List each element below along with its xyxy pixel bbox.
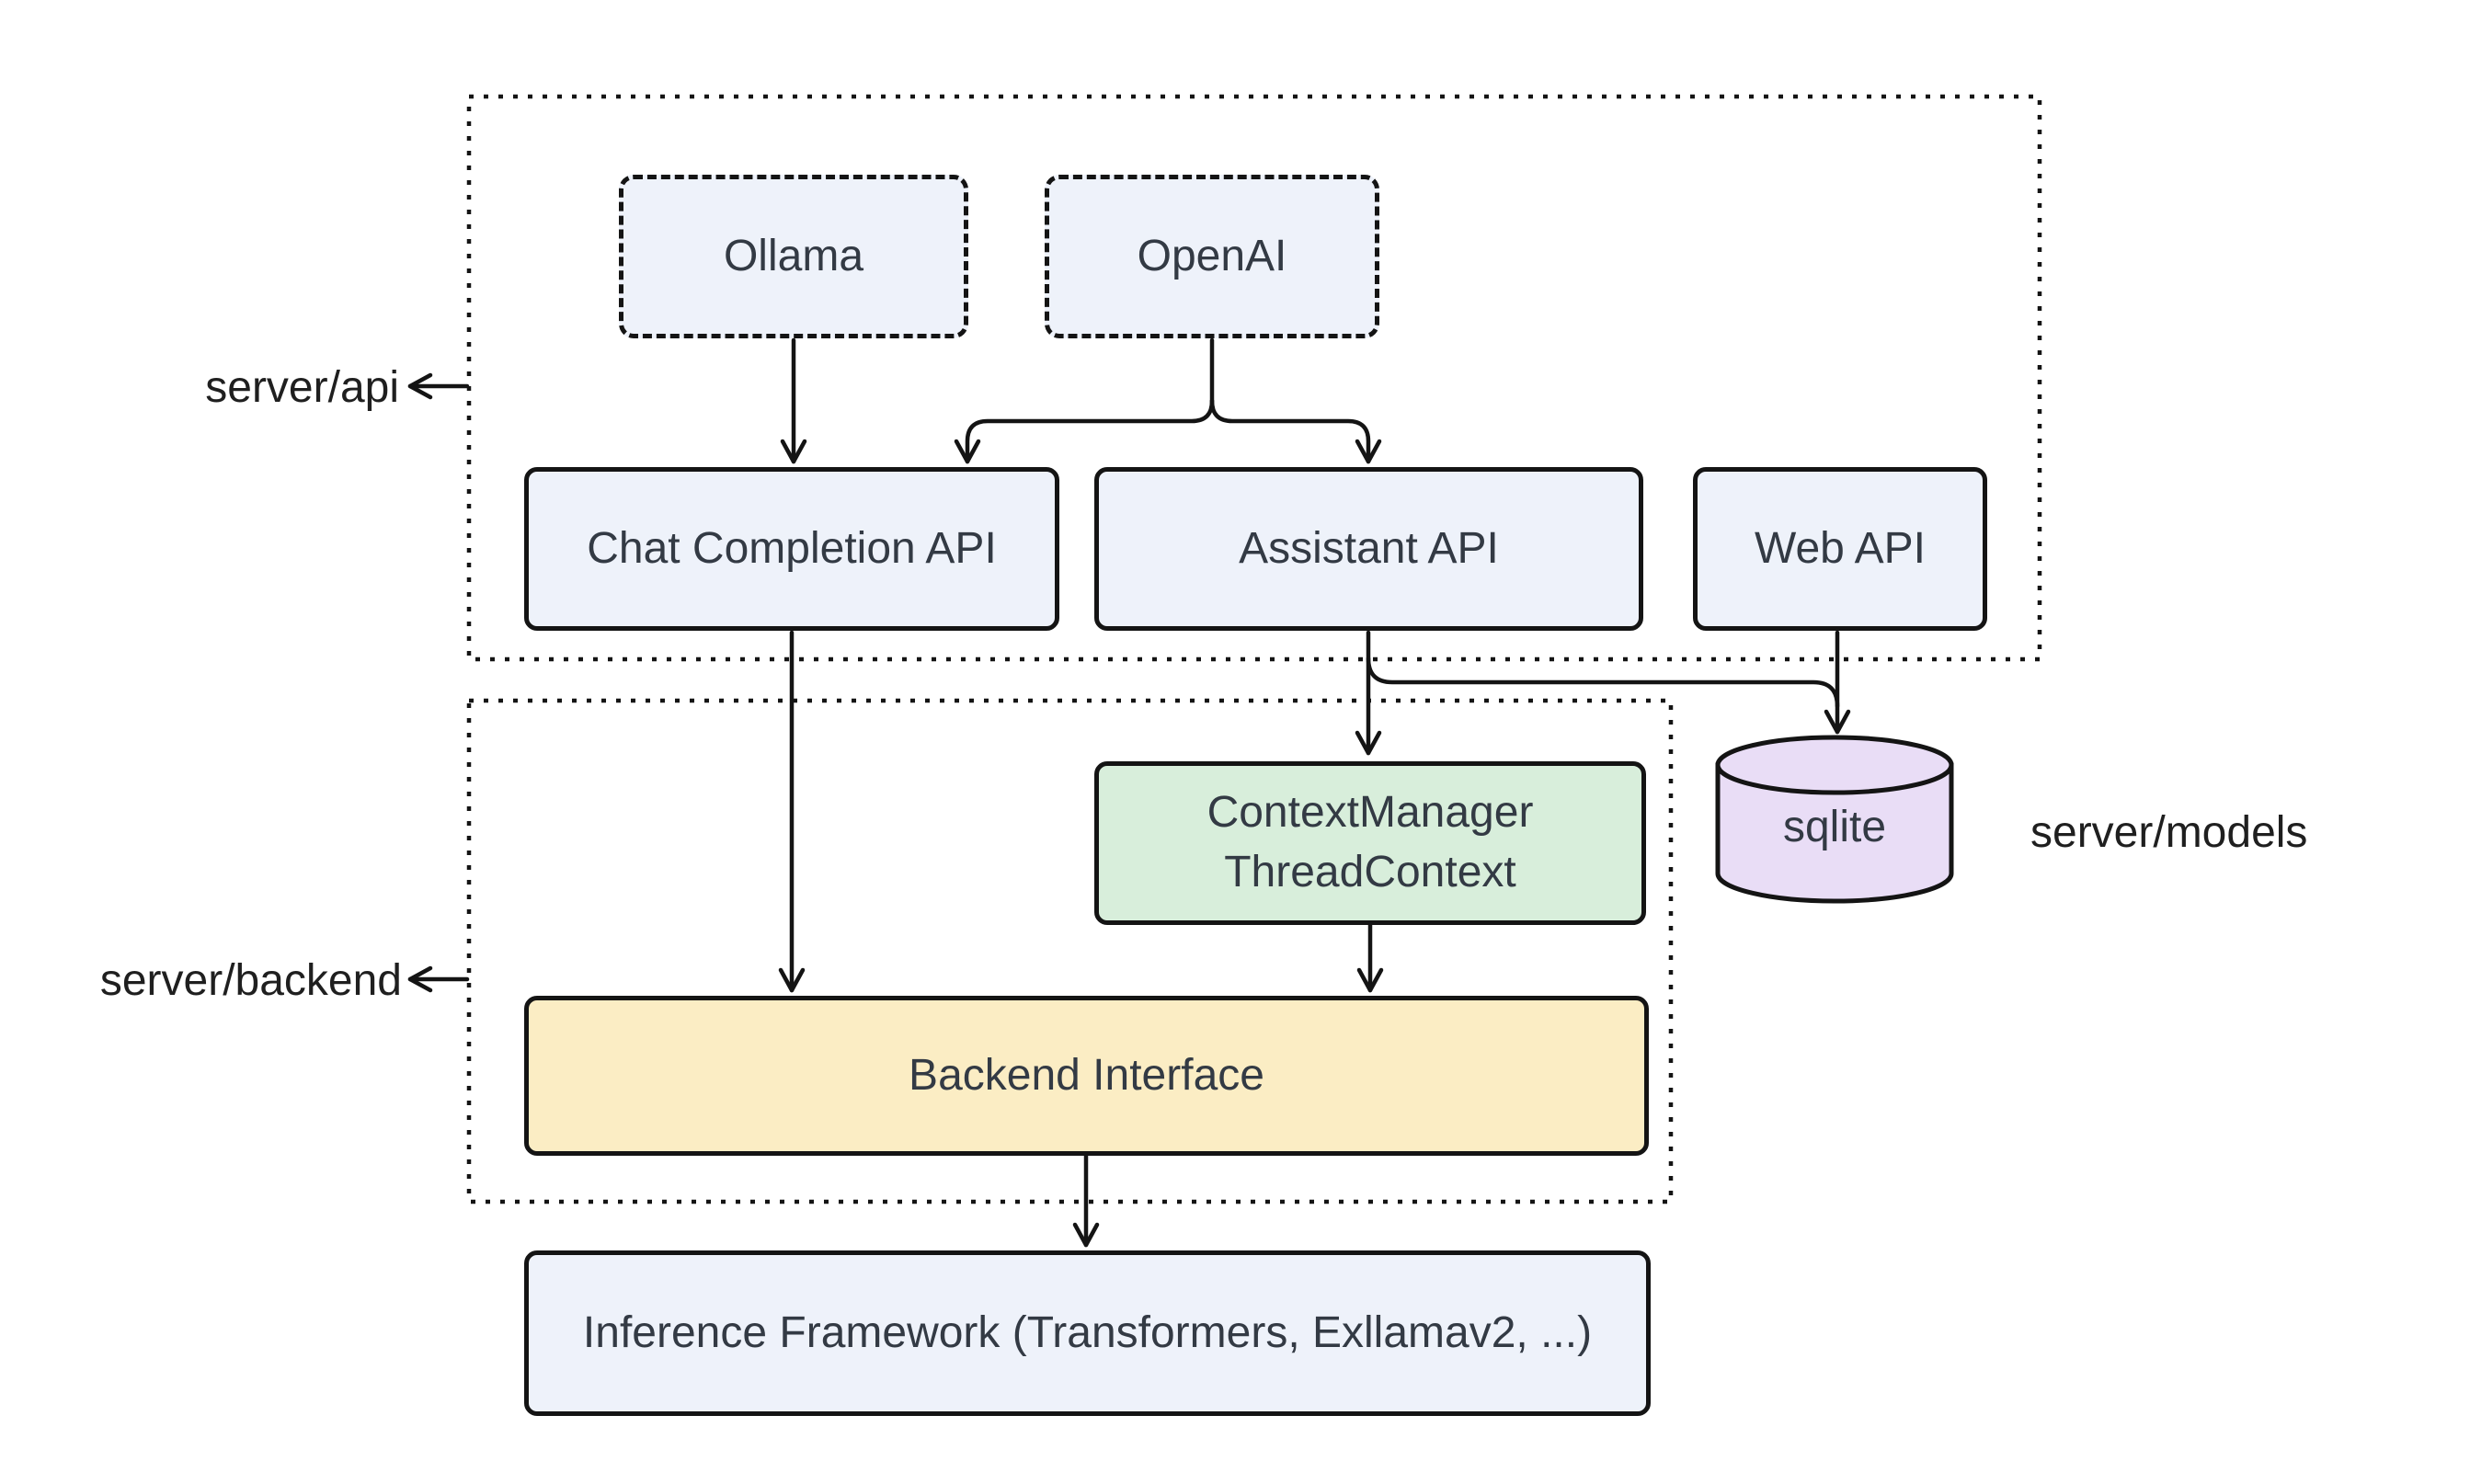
- node-openai: OpenAI: [1045, 175, 1379, 338]
- node-assistant-api: Assistant API: [1094, 467, 1643, 631]
- edge-assistant-to-sqlite: [1366, 656, 1840, 709]
- zone-label-server-backend: server/backend: [99, 956, 402, 1005]
- zone-label-server-api: server/api: [205, 363, 399, 412]
- node-web-api: Web API: [1693, 467, 1987, 631]
- zone-label-server-models: server/models: [2030, 808, 2308, 857]
- node-backend-interface: Backend Interface: [524, 996, 1649, 1156]
- edge-openai-to-chat: [954, 398, 1215, 464]
- node-context-manager: ContextManager ThreadContext: [1094, 761, 1646, 925]
- node-sqlite-label: sqlite: [1782, 803, 1887, 851]
- edge-openai-to-assistant: [1209, 398, 1382, 464]
- node-ollama: Ollama: [619, 175, 968, 338]
- context-manager-line1: ContextManager: [1206, 788, 1534, 838]
- node-chat-completion-api: Chat Completion API: [524, 467, 1059, 631]
- context-manager-line2: ThreadContext: [1224, 848, 1516, 896]
- node-inference-framework: Inference Framework (Transformers, Exlla…: [524, 1250, 1651, 1416]
